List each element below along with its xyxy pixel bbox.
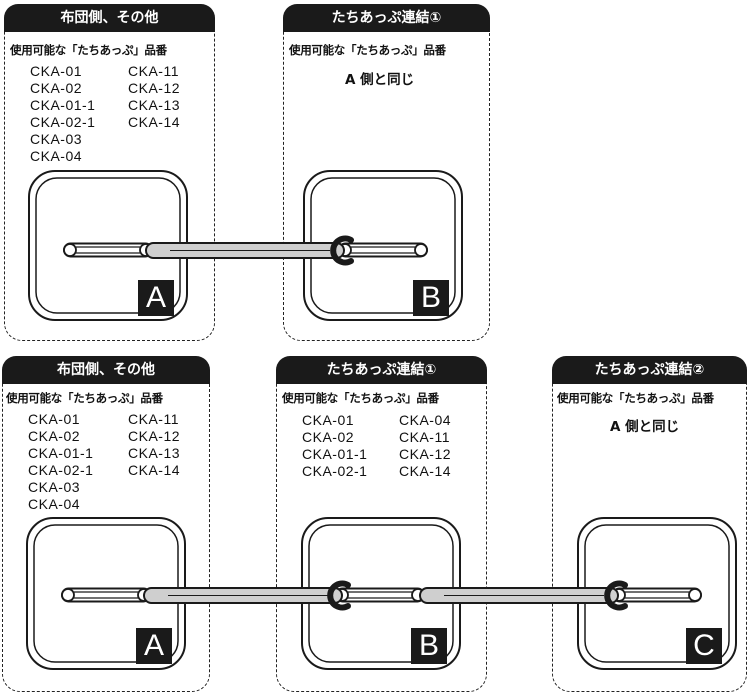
code-item: CKA-02-1: [302, 463, 368, 479]
code-item: CKA-04: [28, 496, 81, 512]
code-item: CKA-01-1: [30, 97, 96, 113]
label-a-badge: A: [136, 628, 172, 664]
code-item: CKA-11: [128, 411, 179, 427]
label-b-badge: B: [413, 280, 449, 316]
code-item: CKA-03: [30, 131, 83, 147]
label-c-badge: C: [686, 628, 722, 664]
panel-header: たちあっぷ連結②: [552, 356, 747, 384]
code-item: CKA-01-1: [28, 445, 94, 461]
code-item: CKA-14: [128, 114, 181, 130]
link-bar: [145, 235, 354, 266]
code-item: CKA-03: [28, 479, 81, 495]
panel-subtitle: 使用可能な「たちあっぷ」品番: [6, 391, 163, 405]
code-item: CKA-12: [399, 446, 452, 462]
same-as-note: A 側と同じ: [345, 72, 415, 88]
code-item: CKA-02-1: [28, 462, 94, 478]
code-item: CKA-01-1: [302, 446, 368, 462]
code-item: CKA-14: [399, 463, 452, 479]
panel-subtitle: 使用可能な「たちあっぷ」品番: [557, 391, 714, 405]
code-item: CKA-01: [28, 411, 81, 427]
label-a-badge: A: [138, 280, 174, 316]
code-item: CKA-04: [399, 412, 452, 428]
code-item: CKA-02: [28, 428, 81, 444]
code-item: CKA-02: [302, 429, 355, 445]
panel-header: たちあっぷ連結①: [276, 356, 487, 384]
code-item: CKA-12: [128, 428, 181, 444]
code-item: CKA-11: [399, 429, 450, 445]
code-item: CKA-11: [128, 63, 179, 79]
code-item: CKA-04: [30, 148, 83, 164]
code-item: CKA-13: [128, 97, 181, 113]
code-item: CKA-02: [30, 80, 83, 96]
same-as-note: A 側と同じ: [610, 419, 680, 435]
code-item: CKA-01: [302, 412, 355, 428]
link-bar: [143, 580, 351, 611]
panel-header: たちあっぷ連結①: [283, 4, 490, 32]
panel-header: 布団側、その他: [2, 356, 210, 384]
panel-subtitle: 使用可能な「たちあっぷ」品番: [282, 391, 439, 405]
label-b-badge: B: [411, 628, 447, 664]
panel-subtitle: 使用可能な「たちあっぷ」品番: [10, 43, 167, 57]
code-item: CKA-02-1: [30, 114, 96, 130]
panel-header: 布団側、その他: [4, 4, 215, 32]
code-item: CKA-14: [128, 462, 181, 478]
panel-subtitle: 使用可能な「たちあっぷ」品番: [289, 43, 446, 57]
code-item: CKA-12: [128, 80, 181, 96]
code-item: CKA-13: [128, 445, 181, 461]
link-bar: [419, 580, 628, 611]
code-item: CKA-01: [30, 63, 83, 79]
